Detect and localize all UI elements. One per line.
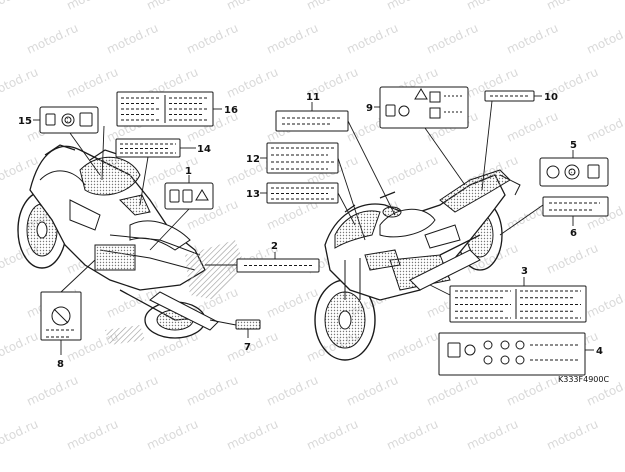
watermark-text: motod.ru <box>544 0 600 13</box>
callout-9: 9 <box>366 103 373 114</box>
watermark-text: motod.ru <box>384 329 440 365</box>
watermark-text: motod.ru <box>584 285 625 321</box>
callout-numbers: 15 16 14 1 8 7 2 11 12 13 9 10 5 6 3 4 <box>18 92 603 370</box>
watermark-text: motod.ru <box>184 373 240 409</box>
label-2-panel <box>236 258 320 273</box>
watermark-text: motod.ru <box>184 21 240 57</box>
watermark-text: motod.ru <box>384 417 440 453</box>
panel-text-lines <box>46 97 581 338</box>
watermark-text: motod.ru <box>264 285 320 321</box>
label-8-panel <box>40 291 82 341</box>
watermark-text: motod.ru <box>344 373 400 409</box>
watermark-text: motod.ru <box>0 329 40 365</box>
label-6-panel <box>542 196 609 217</box>
diagram-code: K333F4900C <box>558 375 609 384</box>
watermark-text: motod.ru <box>24 373 80 409</box>
watermark-text: motod.ru <box>0 65 40 101</box>
watermark-text: motod.ru <box>384 153 440 189</box>
watermark-text: motod.ru <box>224 65 280 101</box>
watermark-text: motod.ru <box>104 373 160 409</box>
watermark-text: motod.ru <box>224 0 280 13</box>
watermark-text: motod.ru <box>144 0 200 13</box>
watermark-text: motod.ru <box>304 0 360 13</box>
callout-5: 5 <box>570 140 577 151</box>
callout-13: 13 <box>246 189 260 200</box>
label-15-panel <box>39 106 99 134</box>
label-3-panel <box>449 285 587 323</box>
watermark-text: motod.ru <box>504 373 560 409</box>
watermark-text: motod.ru <box>64 0 120 13</box>
label-10-panel <box>484 90 535 102</box>
watermark-text: motod.ru <box>584 21 625 57</box>
callout-15: 15 <box>18 116 32 127</box>
watermark-text: motod.ru <box>344 21 400 57</box>
left-motorcycle-illustration <box>17 144 245 345</box>
label-5-panel <box>539 157 609 187</box>
watermark-text: motod.ru <box>424 373 480 409</box>
watermark-text: motod.ru <box>0 417 40 453</box>
leader-lines <box>33 95 594 355</box>
watermark-text: motod.ru <box>544 241 600 277</box>
watermark-text: motod.ru <box>104 285 160 321</box>
label-4-panel <box>438 332 586 376</box>
callout-16: 16 <box>224 105 238 116</box>
watermark-text: motod.ru <box>584 109 625 145</box>
watermark-text: motod.ru <box>464 0 520 13</box>
watermark-text: motod.ru <box>0 0 40 13</box>
callout-8: 8 <box>57 359 64 370</box>
right-motorcycle-illustration <box>314 169 521 361</box>
callout-11: 11 <box>306 92 320 103</box>
callout-1: 1 <box>185 166 192 177</box>
watermark-text: motod.ru <box>384 0 440 13</box>
callout-10: 10 <box>544 92 558 103</box>
watermark-text: motod.ru <box>304 417 360 453</box>
watermark-text: motod.ru <box>224 417 280 453</box>
watermark-text: motod.ru <box>544 417 600 453</box>
callout-4: 4 <box>596 346 603 357</box>
callout-12: 12 <box>246 154 260 165</box>
watermark-text: motod.ru <box>64 65 120 101</box>
label-7-panel <box>235 319 261 330</box>
label-11-panel <box>275 110 349 132</box>
callout-14: 14 <box>197 144 211 155</box>
label-9-panel <box>379 86 469 129</box>
watermark-text: motod.ru <box>504 21 560 57</box>
watermark-text: motod.ru <box>464 417 520 453</box>
watermark-text: motod.ru <box>104 21 160 57</box>
label-1-panel <box>164 182 214 210</box>
watermark-text: motod.ru <box>224 329 280 365</box>
watermark-text: motod.ru <box>504 109 560 145</box>
watermark-text: motod.ru <box>264 21 320 57</box>
watermark-text: motod.ru <box>24 21 80 57</box>
callout-2: 2 <box>271 241 278 252</box>
watermark-text: motod.ru <box>424 21 480 57</box>
watermark-text: motod.ru <box>264 373 320 409</box>
watermark-text: motod.ru <box>144 417 200 453</box>
callout-6: 6 <box>570 228 577 239</box>
watermark-text: motod.ru <box>64 417 120 453</box>
watermark-text: motod.ru <box>144 329 200 365</box>
callout-7: 7 <box>244 342 251 353</box>
callout-3: 3 <box>521 266 528 277</box>
